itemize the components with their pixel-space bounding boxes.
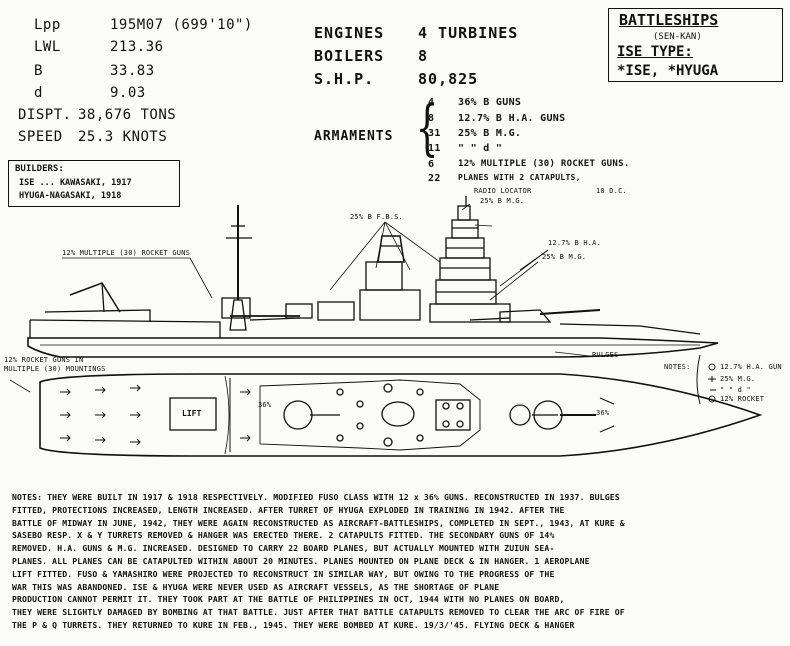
pagoda-tower (429, 196, 511, 323)
fwd-turrets-profile (230, 309, 601, 323)
label-rocket-plan: 12% ROCKET GUNS IN MULTIPLE (30) MOUNTIN… (4, 356, 106, 373)
builders-box: BUILDERS: ISE ... KAWASAKI, 1917 HYUGA-N… (8, 160, 180, 207)
label-mg-top: 25% B M.G. (480, 197, 525, 205)
arm-count: 22 (428, 173, 441, 184)
arm-count: 11 (428, 143, 441, 154)
spec-lwl-label: LWL (34, 39, 61, 55)
spec-speed-label: SPEED (18, 129, 63, 145)
boilers-label: BOILERS (314, 47, 385, 65)
engines-value: 4 TURBINES (418, 24, 519, 42)
builder-line: HYUGA-NAGASAKI, 1918 (19, 191, 122, 201)
legend-symbols (696, 354, 716, 405)
label-rocket-profile: 12% MULTIPLE (30) ROCKET GUNS (62, 249, 191, 257)
arm-desc: 12.7% B H.A. GUNS (458, 113, 566, 124)
type-label: ISE TYPE: (617, 44, 693, 60)
arm-count: 6 (428, 159, 435, 170)
spec-dispt-label: DISPT. (18, 107, 72, 123)
arm-footnote: 10 D.C. (596, 187, 627, 195)
ship-plan-hull (39, 373, 763, 457)
subtitle: (SEN-KAN) (653, 32, 702, 42)
arm-desc: " " d " (458, 143, 503, 154)
label-ha: 12.7% B H.A. (548, 239, 601, 247)
arm-desc: 12% MULTIPLE (30) ROCKET GUNS. (458, 159, 630, 169)
armaments-brace: { (415, 93, 439, 163)
pointer-lines (62, 203, 591, 357)
arm-count: 8 (428, 113, 435, 124)
shp-value: 80,825 (418, 70, 479, 88)
label-turret-fwd: 36% (596, 409, 610, 417)
arm-desc: 25% B M.G. (458, 128, 522, 139)
legend-item: 12% ROCKET (720, 395, 765, 403)
engines-label: ENGINES (314, 24, 385, 42)
legend-header: NOTES: (664, 363, 691, 371)
spec-d-label: d (34, 85, 43, 101)
notes-line: LIFT FITTED. FUSO & YAMASHIRO WERE PROJE… (12, 568, 555, 579)
label-mg-fwd: 25% B M.G. (542, 253, 587, 261)
spec-dispt-value: 38,676 TONS (78, 107, 177, 123)
boilers-value: 8 (418, 47, 429, 65)
builders-header: BUILDERS: (15, 164, 64, 174)
notes-block: NOTES: THEY WERE BUILT IN 1917 & 1918 RE… (12, 491, 784, 632)
armaments-label: ARMAMENTS (314, 129, 394, 144)
arm-count: 31 (428, 128, 441, 139)
label-bulges: BULGES (592, 351, 619, 359)
notes-line: BATTLE OF MIDWAY IN JUNE, 1942, THEY WER… (12, 517, 625, 528)
spec-lpp-value: 195M07 (699'10") (110, 17, 253, 33)
title: BATTLESHIPS (619, 11, 719, 29)
aft-superstructure (221, 261, 421, 321)
label-turret-aft: 36% (258, 401, 272, 409)
notes-line: SASEBO RESP. X & Y TURRETS REMOVED & HAN… (12, 530, 555, 541)
shp-label: S.H.P. (314, 70, 375, 88)
builder-line: ISE ... KAWASAKI, 1917 (19, 178, 132, 188)
arm-desc: PLANES WITH 2 CATAPULTS, (458, 173, 581, 182)
spec-b-label: B (34, 63, 43, 79)
legend-item: 25% M.G. (720, 375, 756, 383)
arm-count: 4 (428, 97, 435, 108)
notes-line: PLANES. ALL PLANES CAN BE CATAPULTED WIT… (12, 555, 590, 566)
plane-deck-arrows (60, 384, 615, 446)
label-lift: LIFT (182, 409, 202, 418)
label-radio-locator: RADIO LOCATOR (474, 187, 532, 195)
notes-line: THEY WERE SLIGHTLY DAMAGED BY BOMBING AT… (12, 607, 625, 618)
notes-line: FITTED, PROTECTIONS INCREASED, LENGTH IN… (12, 504, 565, 515)
ship-profile-hull (27, 282, 719, 358)
notes-line: PRODUCTION CANNOT PERMIT IT. THEY TOOK P… (12, 594, 565, 605)
mainmast (226, 205, 252, 331)
arm-desc: 36% B GUNS (458, 97, 522, 108)
notes-line: WAR THIS WAS ABANDONED. ISE & HYUGA WERE… (12, 581, 500, 592)
legend-item: 12.7% H.A. GUN (720, 363, 782, 371)
ship-names: *ISE, *HYUGA (617, 63, 719, 79)
spec-speed-value: 25.3 KNOTS (78, 129, 168, 145)
spec-lwl-value: 213.36 (110, 39, 164, 55)
legend-item: " " d " (720, 386, 751, 394)
spec-b-value: 33.83 (110, 63, 155, 79)
notes-line: REMOVED. H.A. GUNS & M.G. INCREASED. DES… (12, 543, 555, 554)
notes-line: THE P & Q TURRETS. THEY RETURNED TO KURE… (12, 619, 575, 630)
title-box: BATTLESHIPS (SEN-KAN) ISE TYPE: *ISE, *H… (608, 8, 783, 82)
notes-line: NOTES: THEY WERE BUILT IN 1917 & 1918 RE… (12, 492, 620, 502)
label-mg-side: 25% B F.B.S. (350, 213, 403, 221)
spec-lpp-label: Lpp (34, 17, 61, 33)
spec-d-value: 9.03 (110, 85, 146, 101)
